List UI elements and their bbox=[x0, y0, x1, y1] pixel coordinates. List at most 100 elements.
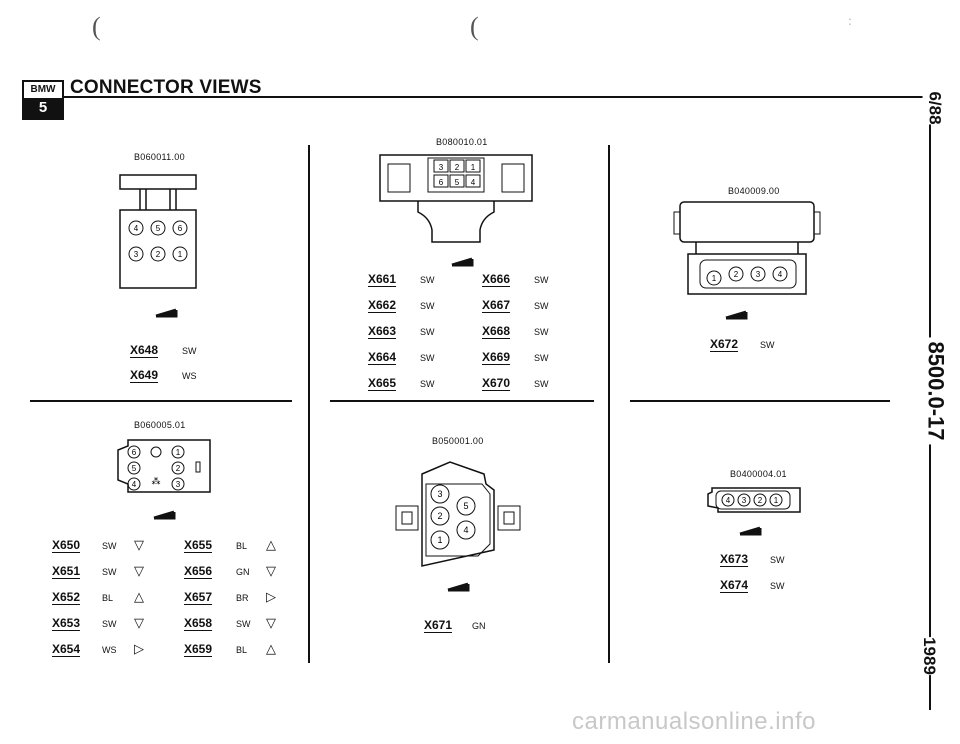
watermark: carmanualsonline.info bbox=[572, 708, 816, 735]
wire-color: SW bbox=[102, 619, 117, 629]
pin-label: 2 bbox=[758, 496, 763, 505]
connector-id: X655 bbox=[184, 538, 213, 552]
connector-diagram-p3: 1 2 3 4 bbox=[673, 201, 821, 320]
paren-mark-2: ( bbox=[470, 12, 479, 41]
pin-label: 4 bbox=[778, 270, 783, 279]
connector-id: X650 bbox=[52, 538, 81, 552]
connector-id: X668 bbox=[482, 324, 511, 338]
pin-label: 1 bbox=[437, 535, 442, 545]
connector-id: X651 bbox=[52, 564, 81, 578]
wire-color: SW bbox=[420, 353, 435, 363]
connector-code: B040009.00 bbox=[728, 186, 780, 196]
connector-id: X648 bbox=[130, 343, 159, 357]
pin-symbol-icon: ▽ bbox=[266, 564, 276, 579]
connector-id: X659 bbox=[184, 642, 213, 656]
side-page-number: 8500.0-17 bbox=[920, 337, 951, 445]
wire-color: SW bbox=[236, 619, 251, 629]
connector-id: X673 bbox=[720, 552, 749, 566]
connector-id: X667 bbox=[482, 298, 511, 312]
pin-label: 2 bbox=[455, 163, 460, 172]
pin-symbol-icon: ▽ bbox=[134, 538, 144, 553]
connector-id: X665 bbox=[368, 376, 397, 390]
connector-id: X671 bbox=[424, 618, 453, 632]
wire-color: GN bbox=[236, 567, 250, 577]
pin-symbol-icon: ▷ bbox=[134, 642, 144, 657]
pin-symbol-icon: △ bbox=[266, 538, 276, 553]
connector-id: X666 bbox=[482, 272, 511, 286]
svg-text:⁂: ⁂ bbox=[152, 476, 161, 486]
connector-code: B060005.01 bbox=[134, 420, 186, 430]
side-year: 1989 bbox=[916, 637, 941, 675]
wire-color: SW bbox=[102, 541, 117, 551]
connector-id: X670 bbox=[482, 376, 511, 390]
pin-label: 4 bbox=[463, 525, 468, 535]
wire-color: WS bbox=[102, 645, 117, 655]
wire-color: SW bbox=[420, 327, 435, 337]
column-divider-2 bbox=[608, 145, 610, 663]
connector-id: X658 bbox=[184, 616, 213, 630]
connector-diagram-p4: ⁂ 6 1 5 2 4 3 bbox=[117, 439, 211, 520]
wire-color: SW bbox=[534, 275, 549, 285]
pin-label: 3 bbox=[437, 489, 442, 499]
bmw-5-logo: BMW 5 bbox=[22, 80, 64, 120]
wire-color: BR bbox=[236, 593, 249, 603]
pin-label: 2 bbox=[176, 464, 181, 473]
pin-label: 5 bbox=[455, 178, 460, 187]
connector-code: B080010.01 bbox=[436, 137, 488, 147]
wire-color: WS bbox=[182, 371, 197, 381]
pin-label: 1 bbox=[176, 448, 181, 457]
connector-id: X674 bbox=[720, 578, 749, 592]
pin-symbol-icon: △ bbox=[134, 590, 144, 605]
wire-color: BL bbox=[102, 593, 114, 603]
pin-label: 1 bbox=[178, 250, 183, 259]
page-title: CONNECTOR VIEWS bbox=[70, 77, 262, 98]
connector-diagram-p1: 4 5 6 3 2 1 bbox=[119, 174, 197, 318]
side-date: 6/88 bbox=[922, 91, 947, 125]
connector-diagram-p2: 3 2 1 6 5 4 bbox=[379, 154, 533, 267]
paren-mark-1: ( bbox=[92, 12, 101, 41]
pin-label: 4 bbox=[726, 496, 731, 505]
pin-label: 2 bbox=[156, 250, 161, 259]
pin-label: 6 bbox=[178, 224, 183, 233]
connector-id: X672 bbox=[710, 337, 739, 351]
connector-id: X657 bbox=[184, 590, 213, 604]
pin-symbol-icon: ▽ bbox=[134, 616, 144, 631]
pin-label: 4 bbox=[471, 178, 476, 187]
connector-id: X656 bbox=[184, 564, 213, 578]
pin-symbol-icon: ▽ bbox=[134, 564, 144, 579]
pin-label: 5 bbox=[463, 501, 468, 511]
connector-diagram-p5: 3 5 2 4 1 bbox=[395, 461, 521, 592]
row-divider-2 bbox=[330, 400, 594, 402]
wire-color: SW bbox=[760, 340, 775, 350]
wire-color: BL bbox=[236, 541, 248, 551]
wire-color: SW bbox=[770, 555, 785, 565]
connector-code: B0400004.01 bbox=[730, 469, 787, 479]
pin-symbol-icon: ▽ bbox=[266, 616, 276, 631]
pin-label: 2 bbox=[437, 511, 442, 521]
connector-id: X664 bbox=[368, 350, 397, 364]
wire-color: SW bbox=[420, 379, 435, 389]
pin-label: 3 bbox=[756, 270, 761, 279]
pin-label: 6 bbox=[132, 448, 137, 457]
connector-id: X653 bbox=[52, 616, 81, 630]
dot-mark: : bbox=[848, 14, 852, 29]
wire-color: SW bbox=[534, 327, 549, 337]
wire-color: SW bbox=[534, 379, 549, 389]
pin-label: 1 bbox=[471, 163, 476, 172]
connector-id: X662 bbox=[368, 298, 397, 312]
pin-label: 3 bbox=[742, 496, 747, 505]
pin-label: 4 bbox=[132, 480, 137, 489]
connector-id: X652 bbox=[52, 590, 81, 604]
pin-symbol-icon: ▷ bbox=[266, 590, 276, 605]
wire-color: SW bbox=[420, 275, 435, 285]
wire-color: SW bbox=[102, 567, 117, 577]
wire-color: SW bbox=[770, 581, 785, 591]
pin-label: 5 bbox=[156, 224, 161, 233]
pin-label: 4 bbox=[134, 224, 139, 233]
connector-diagram-p6: 4 3 2 1 bbox=[707, 487, 801, 536]
header-rule bbox=[64, 96, 924, 98]
pin-symbol-icon: △ bbox=[266, 642, 276, 657]
pin-label: 3 bbox=[134, 250, 139, 259]
connector-id: X669 bbox=[482, 350, 511, 364]
pin-label: 6 bbox=[439, 178, 444, 187]
